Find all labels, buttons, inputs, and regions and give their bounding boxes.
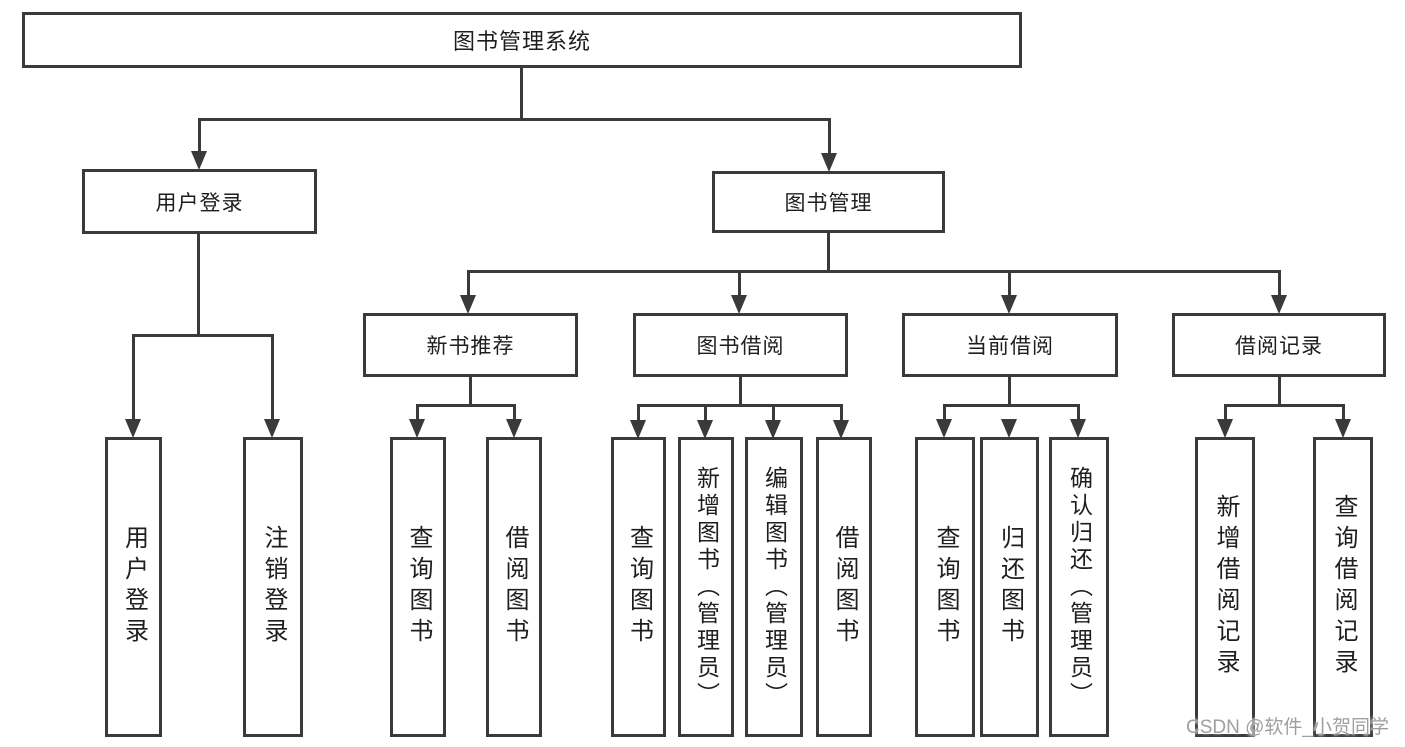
- node-label: 查询图书: [405, 525, 432, 649]
- node-user-login-group: 用户登录: [82, 169, 317, 234]
- connector-line: [1008, 377, 1011, 407]
- node-label: 归还图书: [996, 525, 1024, 649]
- arrowhead-icon: [936, 419, 952, 438]
- node-label: 当前借阅: [966, 335, 1054, 358]
- connector-line: [198, 118, 201, 154]
- arrowhead-icon: [506, 419, 522, 438]
- node-label: 编辑图书（管理员）: [761, 465, 788, 709]
- arrowhead-icon: [630, 420, 646, 439]
- connector-line: [132, 334, 135, 422]
- connector-line: [1342, 404, 1345, 422]
- node-label: 查询图书: [932, 525, 959, 649]
- csdn-watermark: CSDN @软件_小贺同学: [1186, 717, 1389, 738]
- node-label: 确认归还（管理员）: [1066, 465, 1093, 709]
- leaf-query-book-3: 查询图书: [915, 437, 975, 737]
- node-label: 注销登录: [260, 525, 287, 649]
- connector-line: [1008, 270, 1011, 298]
- leaf-borrow-book-1: 借阅图书: [486, 437, 542, 737]
- node-label: 图书借阅: [696, 335, 785, 358]
- connector-line: [197, 234, 200, 337]
- node-label: 图书管理: [784, 192, 873, 215]
- arrowhead-icon: [833, 420, 849, 439]
- arrowhead-icon: [1335, 419, 1351, 438]
- leaf-add-book-admin: 新增图书（管理员）: [678, 437, 734, 737]
- node-label: 新增借阅记录: [1212, 494, 1239, 680]
- arrowhead-icon: [409, 419, 425, 438]
- arrowhead-icon: [765, 420, 781, 439]
- arrowhead-icon: [125, 419, 141, 438]
- connector-line: [828, 118, 831, 156]
- connector-line: [1224, 404, 1345, 407]
- leaf-edit-book-admin: 编辑图书（管理员）: [745, 437, 803, 737]
- connector-line: [467, 270, 470, 298]
- connector-line: [513, 404, 516, 422]
- leaf-user-login: 用户登录: [105, 437, 162, 737]
- connector-line: [467, 270, 1281, 273]
- leaf-query-borrow-record: 查询借阅记录: [1313, 437, 1373, 737]
- connector-line: [198, 118, 831, 121]
- connector-line: [739, 377, 742, 407]
- node-root: 图书管理系统: [22, 12, 1022, 68]
- node-book-management: 图书管理: [712, 171, 945, 233]
- node-label: 用户登录: [155, 191, 244, 215]
- leaf-query-book-2: 查询图书: [611, 437, 666, 737]
- leaf-add-borrow-record: 新增借阅记录: [1195, 437, 1255, 737]
- connector-line: [738, 270, 741, 298]
- connector-line: [943, 404, 1080, 407]
- leaf-confirm-return-admin: 确认归还（管理员）: [1049, 437, 1109, 737]
- leaf-borrow-book-2: 借阅图书: [816, 437, 872, 737]
- node-label: 查询图书: [625, 525, 653, 649]
- connector-line: [416, 404, 516, 407]
- connector-line: [1077, 404, 1080, 422]
- connector-line: [772, 404, 775, 422]
- node-borrow-records: 借阅记录: [1172, 313, 1386, 377]
- connector-line: [704, 404, 707, 422]
- connector-line: [1278, 377, 1281, 407]
- leaf-logout: 注销登录: [243, 437, 303, 737]
- connector-line: [469, 377, 472, 407]
- node-label: 借阅图书: [831, 525, 858, 649]
- arrowhead-icon: [821, 153, 837, 172]
- node-label: 查询借阅记录: [1330, 494, 1357, 680]
- arrowhead-icon: [731, 295, 747, 314]
- node-current-borrow: 当前借阅: [902, 313, 1118, 377]
- node-label: 用户登录: [120, 525, 148, 649]
- node-label: 新增图书（管理员）: [693, 465, 720, 709]
- connector-line: [416, 404, 419, 422]
- connector-line: [943, 404, 946, 422]
- connector-line: [1224, 404, 1227, 422]
- connector-line: [132, 334, 274, 337]
- node-label: 图书管理系统: [452, 29, 591, 54]
- connector-line: [637, 404, 843, 407]
- connector-line: [520, 68, 523, 121]
- connector-line: [271, 334, 274, 422]
- node-label: 借阅图书: [501, 525, 528, 649]
- arrowhead-icon: [264, 419, 280, 438]
- arrowhead-icon: [191, 151, 207, 170]
- leaf-return-book: 归还图书: [980, 437, 1039, 737]
- arrowhead-icon: [460, 295, 476, 314]
- arrowhead-icon: [1001, 295, 1017, 314]
- node-book-borrow: 图书借阅: [633, 313, 848, 377]
- connector-line: [637, 404, 640, 422]
- node-new-book-recommend: 新书推荐: [363, 313, 578, 377]
- connector-line: [1278, 270, 1281, 298]
- leaf-query-book-1: 查询图书: [390, 437, 446, 737]
- node-label: 新书推荐: [426, 335, 515, 358]
- arrowhead-icon: [1001, 419, 1017, 438]
- connector-line: [827, 233, 830, 273]
- arrowhead-icon: [1217, 419, 1233, 438]
- connector-line: [840, 404, 843, 422]
- arrowhead-icon: [1271, 295, 1287, 314]
- arrowhead-icon: [697, 420, 713, 439]
- arrowhead-icon: [1070, 419, 1086, 438]
- node-label: 借阅记录: [1235, 335, 1323, 358]
